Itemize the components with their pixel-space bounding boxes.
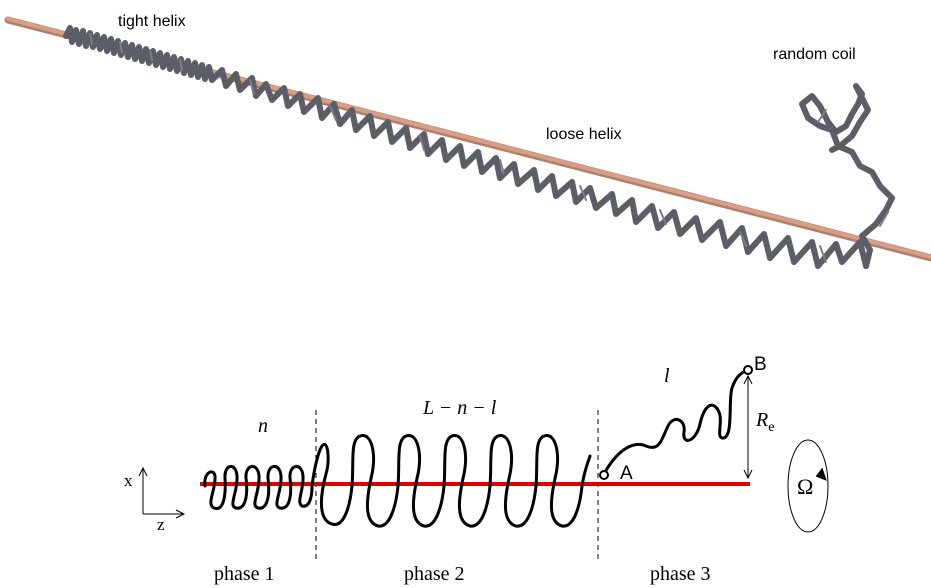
label-phase-2: phase 2 (404, 563, 465, 585)
point-b-marker (743, 365, 753, 375)
label-x-axis: x (124, 471, 133, 490)
label-z-axis: z (157, 515, 165, 534)
chain-highlights (89, 33, 889, 263)
tight-helix-chain (63, 25, 215, 83)
polymer-rendering: tight helix loose helix random coil (4, 13, 931, 269)
helix-phase2 (310, 434, 592, 528)
label-segment-middle: L − n − l (422, 397, 497, 419)
rotation-arrow-head (815, 467, 827, 481)
label-phase-3: phase 3 (650, 563, 711, 585)
x-axis-arrow-head (138, 466, 148, 477)
label-re: Re (755, 409, 774, 435)
label-point-b: B (754, 354, 767, 375)
coil-phase3 (602, 368, 750, 476)
helix-phase1 (203, 465, 314, 510)
label-loose-helix: loose helix (546, 126, 622, 143)
random-coil-chain (799, 83, 895, 269)
label-segment-n: n (258, 415, 268, 437)
label-random-coil: random coil (773, 46, 856, 63)
label-phase-1: phase 1 (214, 563, 275, 585)
rotation-ellipse (787, 439, 829, 533)
schematic: A B Re n L − n − l l Ω x z phase 1 phase… (124, 354, 829, 585)
loose-helix-chain (209, 67, 869, 269)
label-segment-l: l (664, 365, 670, 387)
label-omega: Ω (797, 474, 813, 499)
label-tight-helix: tight helix (118, 13, 186, 30)
label-point-a: A (620, 463, 633, 484)
z-axis-arrow-head (175, 509, 186, 519)
re-arrow-head-bottom (743, 469, 753, 480)
point-a-marker (599, 470, 609, 480)
re-arrow-head-top (743, 374, 753, 385)
